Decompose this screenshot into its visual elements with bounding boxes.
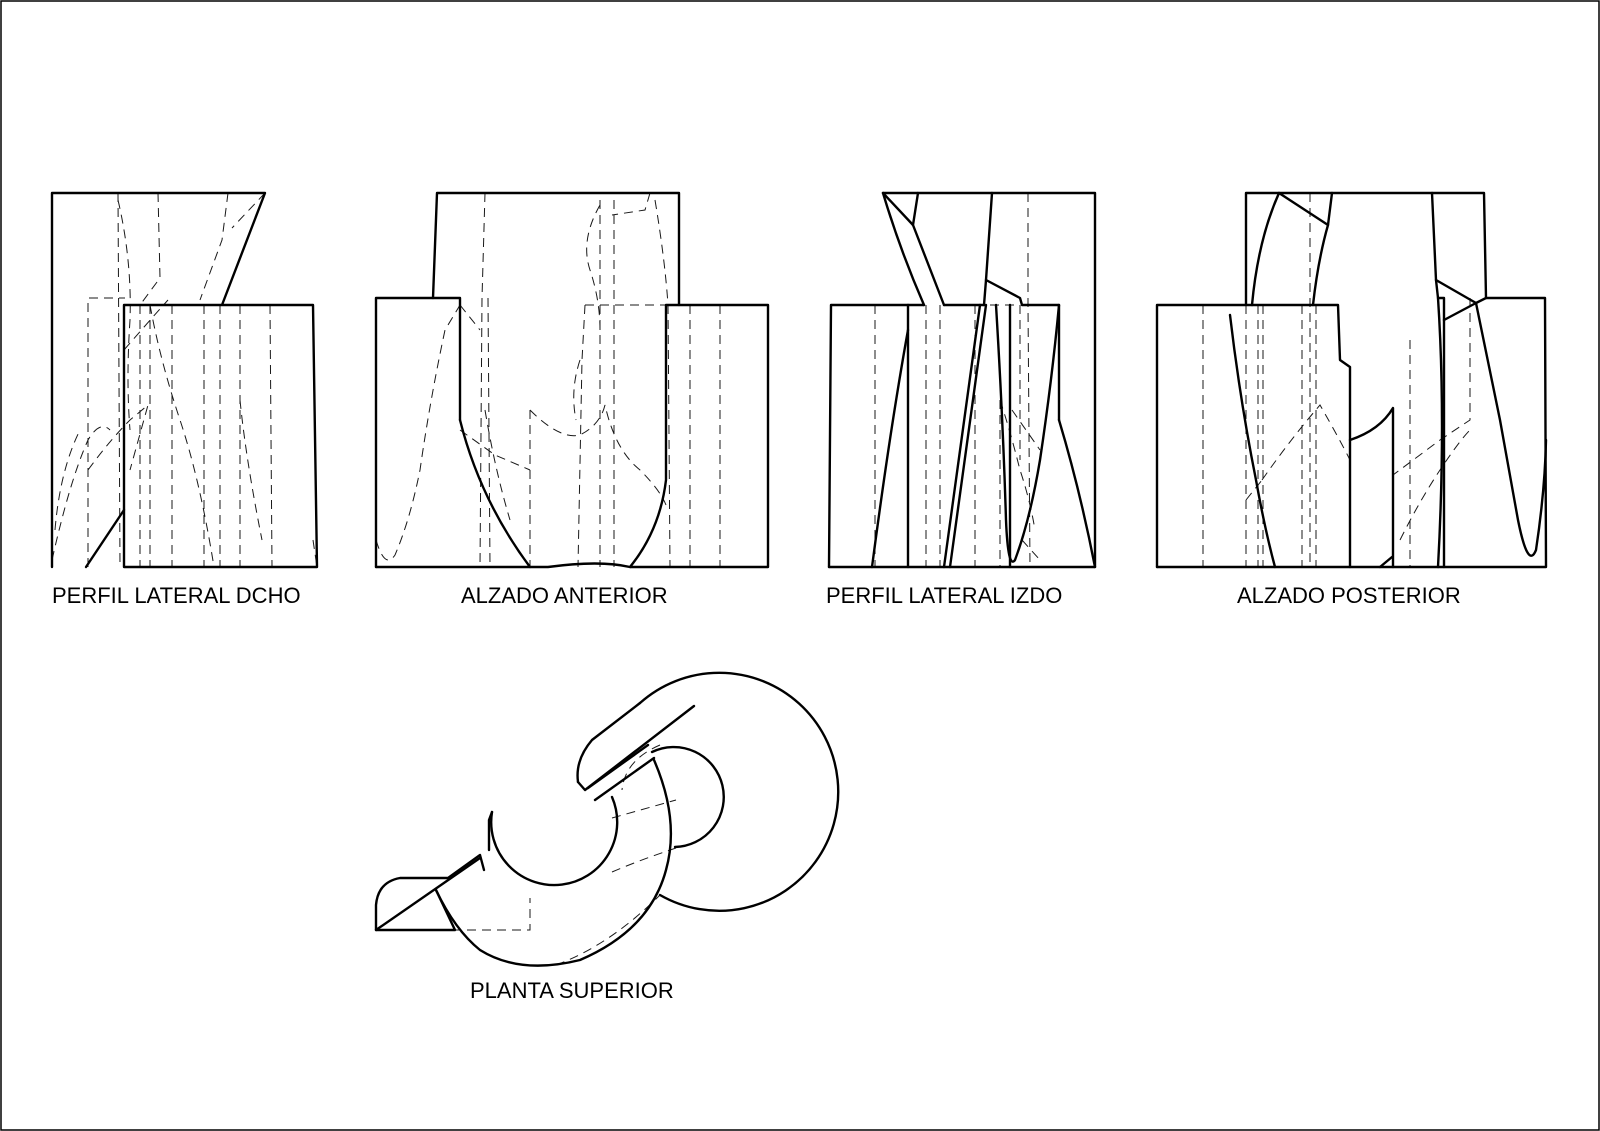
front-elevation-outline: [374, 191, 770, 569]
left-profile-label: PERFIL LATERAL IZDO: [826, 583, 1063, 608]
left-profile-view: [827, 191, 1097, 569]
right-profile-label: PERFIL LATERAL DCHO: [52, 583, 301, 608]
right-profile-hidden-lines: [51, 192, 318, 568]
rear-elevation-outline: [1155, 191, 1548, 569]
right-profile-outline: [50, 191, 319, 569]
front-elevation-label: ALZADO ANTERIOR: [461, 583, 668, 608]
front-elevation-hidden-lines: [375, 192, 721, 568]
left-profile-outline: [827, 191, 1097, 569]
left-profile-hidden-lines: [874, 193, 1041, 568]
front-elevation-view: [374, 191, 770, 569]
top-plan-view: [374, 671, 840, 967]
top-plan-label: PLANTA SUPERIOR: [470, 978, 674, 1003]
rear-elevation-label: ALZADO POSTERIOR: [1237, 583, 1461, 608]
top-plan-hidden-lines: [452, 744, 677, 966]
rear-elevation-view: [1155, 191, 1548, 569]
right-profile-view: [50, 191, 319, 569]
top-plan-outline: [374, 671, 840, 967]
rear-elevation-hidden-lines: [1202, 193, 1471, 567]
